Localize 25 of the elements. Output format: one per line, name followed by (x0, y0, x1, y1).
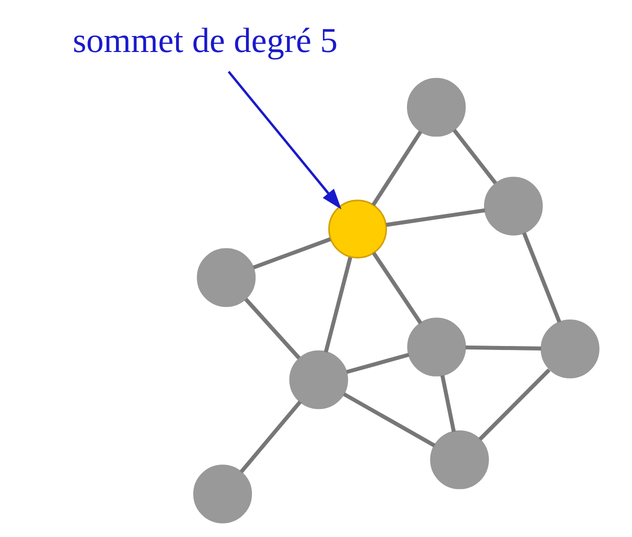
node-circle (288, 350, 348, 410)
connector (371, 252, 422, 324)
connector (385, 208, 485, 227)
connector (465, 345, 541, 350)
connector (342, 392, 436, 448)
connector (346, 352, 409, 374)
arrow (227, 70, 341, 210)
connector (239, 400, 302, 474)
node-circle (406, 78, 466, 137)
connector (440, 375, 456, 432)
node-circle (430, 430, 488, 490)
connector (522, 232, 561, 323)
connector (371, 130, 422, 206)
node-text: sommet de degré 5 (72, 20, 338, 60)
node-circle (484, 176, 542, 236)
connector (244, 298, 300, 360)
node-circle (540, 320, 599, 378)
connector (252, 237, 331, 270)
node-circle (192, 464, 252, 524)
connector (323, 256, 352, 353)
connector (478, 368, 550, 441)
node-circle (406, 318, 466, 376)
node-circle (328, 200, 387, 258)
connector (452, 128, 497, 184)
node-circle (196, 248, 256, 307)
